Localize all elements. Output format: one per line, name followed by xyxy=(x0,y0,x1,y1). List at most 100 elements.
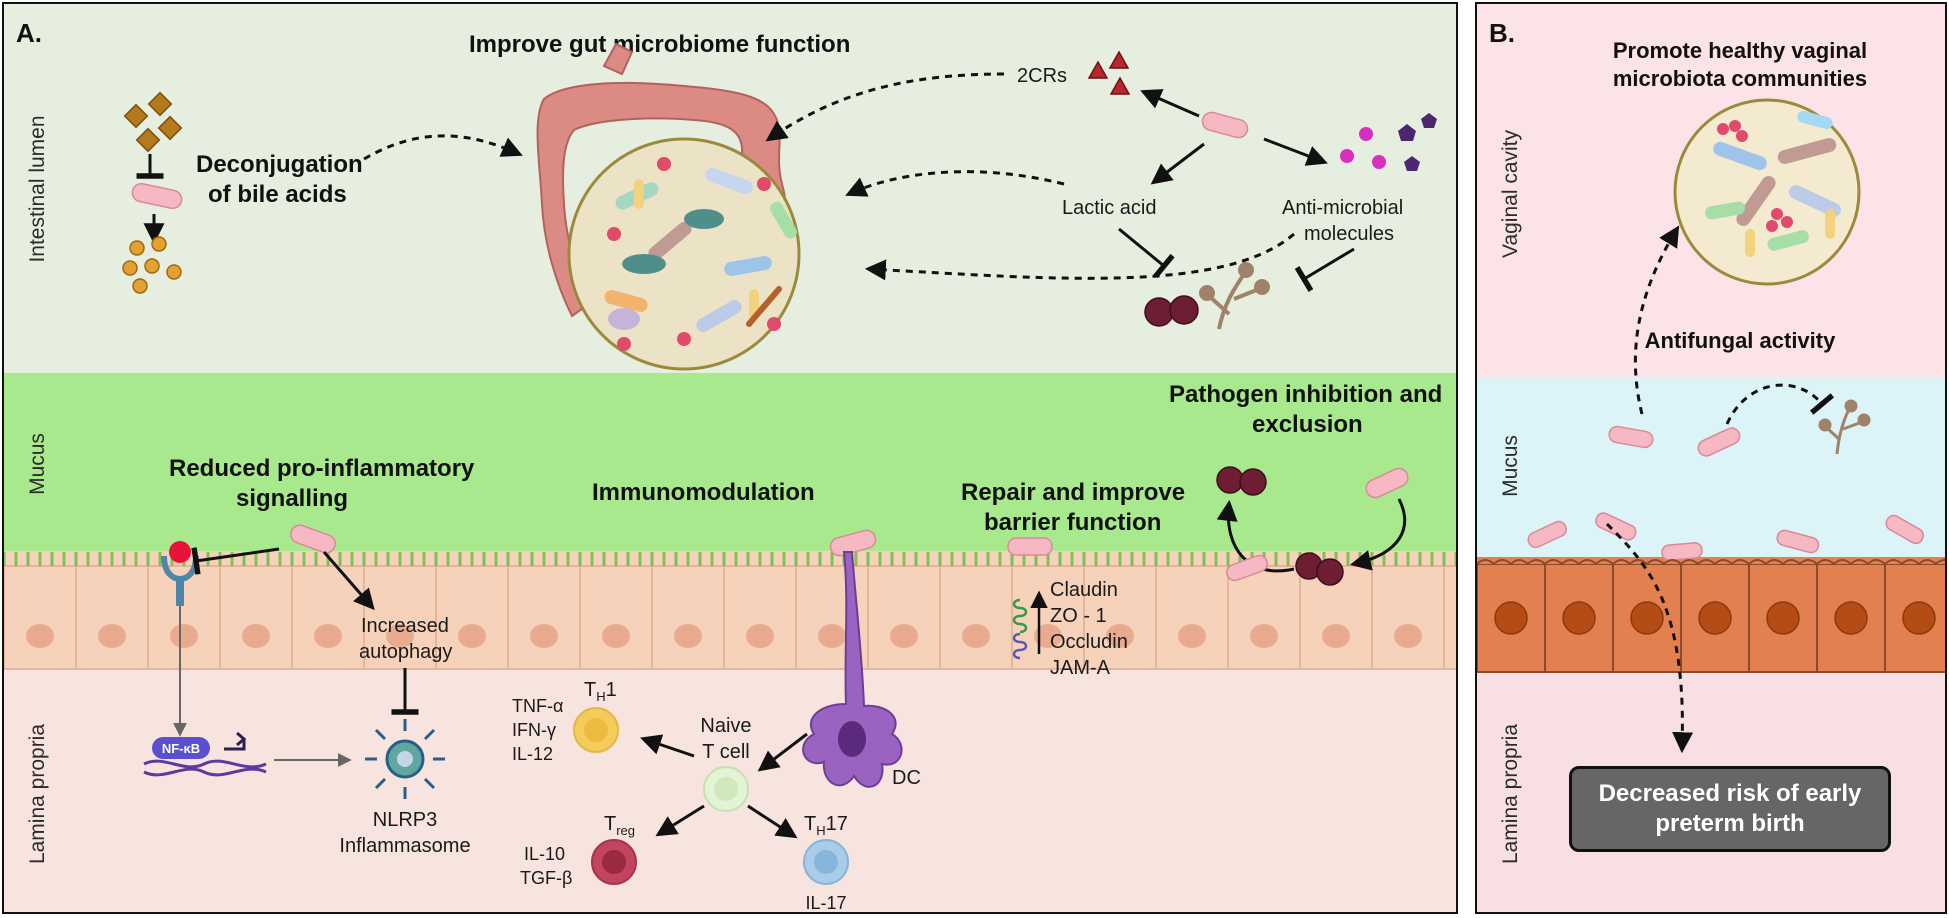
autophagy-label-1: Increased xyxy=(361,615,449,637)
th1-cytokine-1: TNF-α xyxy=(512,696,563,716)
vaginal-lactobacilli xyxy=(1705,110,1842,257)
autophagy-label-2: autophagy xyxy=(359,641,452,663)
junction-jama: JAM-A xyxy=(1050,657,1111,679)
nfkb-dna-complex xyxy=(143,731,267,777)
proinflam-title-2: signalling xyxy=(236,485,348,512)
th17-cytokine: IL-17 xyxy=(805,893,846,913)
zone-label-lamina-b: Lamina propria xyxy=(1499,724,1522,864)
fungal-pathogen-lumen xyxy=(1199,262,1270,330)
naive-to-th17-arrow xyxy=(747,804,798,839)
nlrp3-label-2: Inflammasome xyxy=(339,835,470,857)
pathogen-title-2: exclusion xyxy=(1252,411,1363,438)
tight-junction-proteins xyxy=(1012,598,1028,660)
vaginal-epithelial-cells xyxy=(1477,563,1945,673)
conjugated-bile-acids xyxy=(123,91,183,153)
vaginal-epithelium-surface xyxy=(1477,559,1945,566)
lactic-acid-label: Lactic acid xyxy=(1062,197,1157,219)
probiotic-bacterium-dc xyxy=(829,529,877,557)
gut-title: Improve gut microbiome function xyxy=(469,31,850,58)
treg-cell xyxy=(591,839,637,885)
immuno-title: Immunomodulation xyxy=(592,479,815,506)
exclusion-arrow-left xyxy=(1216,499,1295,573)
probiotic-to-autophagy-arrow xyxy=(322,551,375,611)
treg-label: Treg xyxy=(604,813,635,838)
probiotic-bacterium-surface xyxy=(1226,554,1268,582)
probiotic-to-antimicrobial-arrow xyxy=(1263,137,1328,166)
zone-label-mucus-b: Mucus xyxy=(1499,435,1522,497)
probiotic-to-microbiota-arrow xyxy=(1633,225,1680,415)
dc-to-naive-arrow xyxy=(757,732,808,772)
dc-label: DC xyxy=(892,767,921,789)
th1-cytokine-2: IFN-γ xyxy=(512,720,556,740)
fungal-pathogen-b xyxy=(1818,399,1871,455)
panel-b: B. Vaginal cavity Mucus Lamina propria P… xyxy=(1475,2,1947,914)
antifungal-title: Antifungal activity xyxy=(1645,328,1836,353)
bile-title-1: Deconjugation xyxy=(196,151,363,178)
antimicrobial-inhibit-line xyxy=(1294,247,1355,292)
probiotic-to-twocrs-arrow xyxy=(1140,89,1200,118)
antimicrobial-label-2: molecules xyxy=(1304,223,1394,245)
vaginal-probiotic-bacteria xyxy=(1527,425,1925,561)
nfkb-label: NF-κB xyxy=(162,741,200,756)
twocrs-label: 2CRs xyxy=(1017,65,1067,87)
bile-to-gut-arrow xyxy=(363,134,523,161)
pathogen-cocci-mucus xyxy=(1216,466,1267,496)
th17-cell xyxy=(803,839,849,885)
bile-title-2: of bile acids xyxy=(208,181,347,208)
naive-label-1: Naive xyxy=(700,715,751,737)
junction-claudin: Claudin xyxy=(1050,579,1118,601)
zone-label-cavity: Vaginal cavity xyxy=(1499,129,1522,258)
probiotic-bacterium-barrier xyxy=(1007,537,1053,556)
panel-a: A. Intestinal lumen Mucus Lamina propria… xyxy=(2,2,1458,914)
treg-cytokine-1: IL-10 xyxy=(524,844,565,864)
antimicrobial-label-1: Anti-microbial xyxy=(1282,197,1403,219)
panel-a-letter: A. xyxy=(16,18,42,48)
lactic-to-gut-arrow xyxy=(845,170,1065,197)
nlrp3-label-1: NLRP3 xyxy=(373,809,437,831)
probiotic-bacterium-exclusion xyxy=(1365,467,1409,499)
probiotic-inhibits-tlr xyxy=(191,547,280,575)
twocrs-to-gut-arrow xyxy=(765,72,1005,142)
zone-label-mucus: Mucus xyxy=(26,433,49,495)
scfa-triangles xyxy=(1087,50,1131,95)
panel-b-letter: B. xyxy=(1489,18,1515,48)
antimicrobial-molecules-icons xyxy=(1340,113,1437,171)
th17-label: TH17 xyxy=(804,813,848,838)
nlrp3-inflammasome-icon xyxy=(365,719,445,799)
barrier-title-1: Repair and improve xyxy=(961,479,1185,506)
pathogen-cocci-lumen xyxy=(1144,295,1199,327)
junction-zo1: ZO - 1 xyxy=(1050,605,1107,627)
probiotic-to-outcome-arrow xyxy=(1605,522,1694,754)
zone-label-lumen: Intestinal lumen xyxy=(26,115,49,262)
panel-b-diagram: B. Vaginal cavity Mucus Lamina propria P… xyxy=(1477,18,1945,864)
th1-cell xyxy=(573,707,619,753)
microbiome-bacteria xyxy=(604,157,797,351)
pathogen-title-1: Pathogen inhibition and xyxy=(1169,381,1442,408)
naive-to-th1-arrow xyxy=(640,734,695,758)
probiotic-to-lactic-arrow xyxy=(1150,142,1205,185)
risk-line-2: preterm birth xyxy=(1655,810,1805,837)
naive-to-treg-arrow xyxy=(655,804,705,837)
junction-occludin: Occludin xyxy=(1050,631,1128,653)
antifungal-inhibit-line xyxy=(1725,383,1835,425)
preterm-birth-outcome-box: Decreased risk of early preterm birth xyxy=(1569,766,1891,852)
vaginal-epithelial-nuclei xyxy=(1494,601,1936,635)
vaginal-title-1: Promote healthy vaginal xyxy=(1613,38,1867,63)
exclusion-arrow-right xyxy=(1349,498,1407,571)
proinflam-title-1: Reduced pro-inflammatory xyxy=(169,455,475,482)
treg-cytokine-2: TGF-β xyxy=(520,868,572,888)
deconjugated-bile-acids xyxy=(122,236,182,294)
antimicrobial-to-gut-arrow xyxy=(864,232,1295,281)
naive-label-2: T cell xyxy=(702,741,749,763)
barrier-title-2: barrier function xyxy=(984,509,1161,536)
mucus-zone xyxy=(4,373,1456,551)
panel-a-diagram: A. Intestinal lumen Mucus Lamina propria… xyxy=(4,18,1456,913)
lactic-inhibit-line xyxy=(1118,227,1175,279)
pathogen-cocci-surface xyxy=(1295,552,1344,586)
epithelial-nuclei xyxy=(26,624,1422,648)
risk-line-1: Decreased risk of early xyxy=(1598,780,1862,807)
zone-label-lamina: Lamina propria xyxy=(26,724,49,864)
th1-cytokine-3: IL-12 xyxy=(512,744,553,764)
probiotic-bacterium xyxy=(131,182,183,210)
probiotic-bacterium-lumen xyxy=(1201,111,1249,139)
